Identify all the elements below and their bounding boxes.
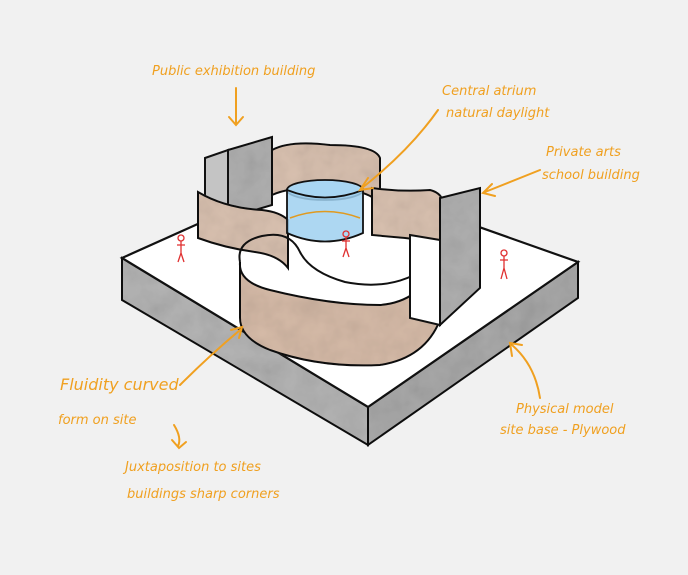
label-public-exhibition: Public exhibition building — [152, 64, 315, 79]
label-atrium-line1: Central atrium — [442, 84, 536, 99]
label-fluidity-line2: form on site — [58, 413, 136, 428]
label-juxtaposition-line1: Juxtaposition to sites — [122, 460, 261, 475]
label-private-arts-line2: school building — [542, 168, 640, 183]
arrow-model-base — [510, 343, 540, 398]
arrow-juxtaposition — [172, 425, 186, 448]
label-model-base-line1: Physical model — [516, 402, 614, 417]
arrow-private-arts — [483, 170, 540, 196]
label-atrium-line2: natural daylight — [446, 106, 550, 121]
label-model-base-line2: site base - Plywood — [500, 423, 626, 438]
arrow-public-exhibition — [229, 88, 243, 125]
label-juxtaposition-line2: buildings sharp corners — [127, 487, 280, 502]
label-fluidity-line1: Fluidity curved — [60, 375, 179, 394]
private-arts-block-side — [410, 235, 440, 325]
label-private-arts-line1: Private arts — [546, 145, 621, 160]
